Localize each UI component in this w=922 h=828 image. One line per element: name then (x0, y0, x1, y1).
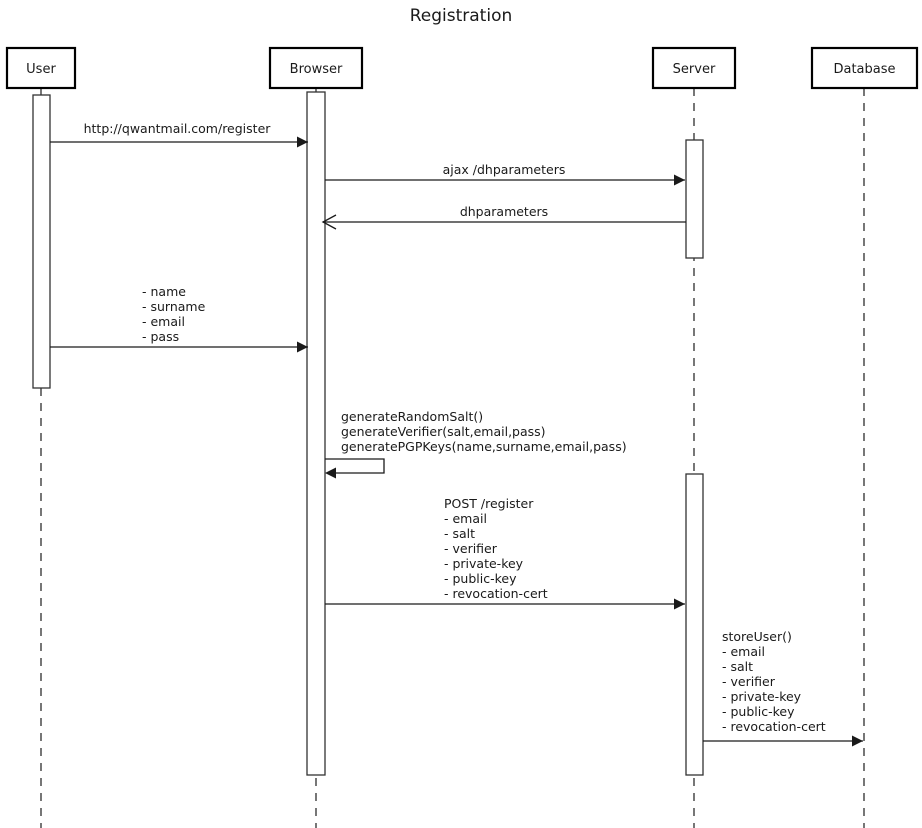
message-label-line: - email (444, 511, 487, 526)
arrowhead-solid-icon (297, 341, 308, 353)
message-label: POST /register- email- salt- verifier- p… (444, 496, 548, 601)
message-label-line: http://qwantmail.com/register (84, 121, 272, 136)
participants-layer: User Browser Server Database (5, 46, 919, 90)
message-msg-1[interactable]: http://qwantmail.com/register (50, 121, 308, 148)
message-msg-5-self[interactable]: generateRandomSalt()generateVerifier(sal… (325, 409, 627, 479)
message-label-line: - revocation-cert (444, 586, 548, 601)
page-title: Registration (410, 6, 513, 26)
arrowhead-solid-icon (297, 136, 308, 148)
arrowhead-solid-icon (325, 467, 336, 479)
message-label-line: generateRandomSalt() (341, 409, 483, 424)
participant-box-server (651, 46, 737, 90)
activation-bar-server (685, 139, 704, 259)
arrowhead-solid-icon (852, 735, 863, 747)
participant-label-database: Database (833, 62, 895, 77)
participant-label-browser: Browser (290, 62, 343, 77)
message-label-line: - public-key (444, 571, 517, 586)
participant-box-database (810, 46, 919, 90)
message-label-line: - revocation-cert (722, 719, 826, 734)
message-label-line: - email (142, 314, 185, 329)
message-label-line: - pass (142, 329, 179, 344)
message-label-line: - private-key (444, 556, 524, 571)
message-label-line: generateVerifier(salt,email,pass) (341, 424, 546, 439)
message-label-line: dhparameters (460, 204, 548, 219)
message-label-line: - name (142, 284, 186, 299)
participant-label-server: Server (673, 62, 716, 77)
message-label-line: - email (722, 644, 765, 659)
message-label-line: ajax /dhparameters (443, 162, 566, 177)
message-label: http://qwantmail.com/register (84, 121, 272, 136)
message-msg-3[interactable]: dhparameters (321, 204, 686, 230)
message-label-line: - salt (444, 526, 475, 541)
arrowhead-open-icon (321, 214, 337, 230)
message-label-line: - surname (142, 299, 206, 314)
message-label-line: - verifier (444, 541, 498, 556)
message-msg-4[interactable]: - name- surname- email- pass (50, 284, 308, 353)
participant-database[interactable]: Database (810, 46, 919, 90)
message-label-line: generatePGPKeys(name,surname,email,pass) (341, 439, 627, 454)
participant-browser[interactable]: Browser (268, 46, 364, 90)
participant-label-user: User (26, 62, 56, 77)
message-label-line: - private-key (722, 689, 802, 704)
messages-layer: http://qwantmail.com/register ajax /dhpar… (50, 121, 863, 747)
activation-bar-server (685, 473, 704, 776)
message-label-line: storeUser() (722, 629, 792, 644)
participant-server[interactable]: Server (651, 46, 737, 90)
participant-box-user (5, 46, 77, 90)
message-label: generateRandomSalt()generateVerifier(sal… (341, 409, 627, 454)
message-label: - name- surname- email- pass (142, 284, 206, 344)
message-msg-7[interactable]: storeUser()- email- salt- verifier- priv… (703, 629, 863, 747)
activations-layer (32, 91, 704, 776)
message-label: storeUser()- email- salt- verifier- priv… (722, 629, 826, 734)
message-label-line: POST /register (444, 496, 534, 511)
message-msg-2[interactable]: ajax /dhparameters (325, 162, 685, 186)
arrowhead-solid-icon (674, 598, 685, 610)
message-label-line: - verifier (722, 674, 776, 689)
message-label: dhparameters (460, 204, 548, 219)
activation-bar-user (32, 94, 51, 389)
message-label-line: - salt (722, 659, 753, 674)
message-self-loop (325, 458, 385, 474)
message-label: ajax /dhparameters (443, 162, 566, 177)
message-msg-6[interactable]: POST /register- email- salt- verifier- p… (325, 496, 685, 610)
participant-box-browser (268, 46, 364, 90)
participant-user[interactable]: User (5, 46, 77, 90)
activation-bar-browser (306, 91, 326, 776)
arrowhead-solid-icon (674, 174, 685, 186)
message-label-line: - public-key (722, 704, 795, 719)
